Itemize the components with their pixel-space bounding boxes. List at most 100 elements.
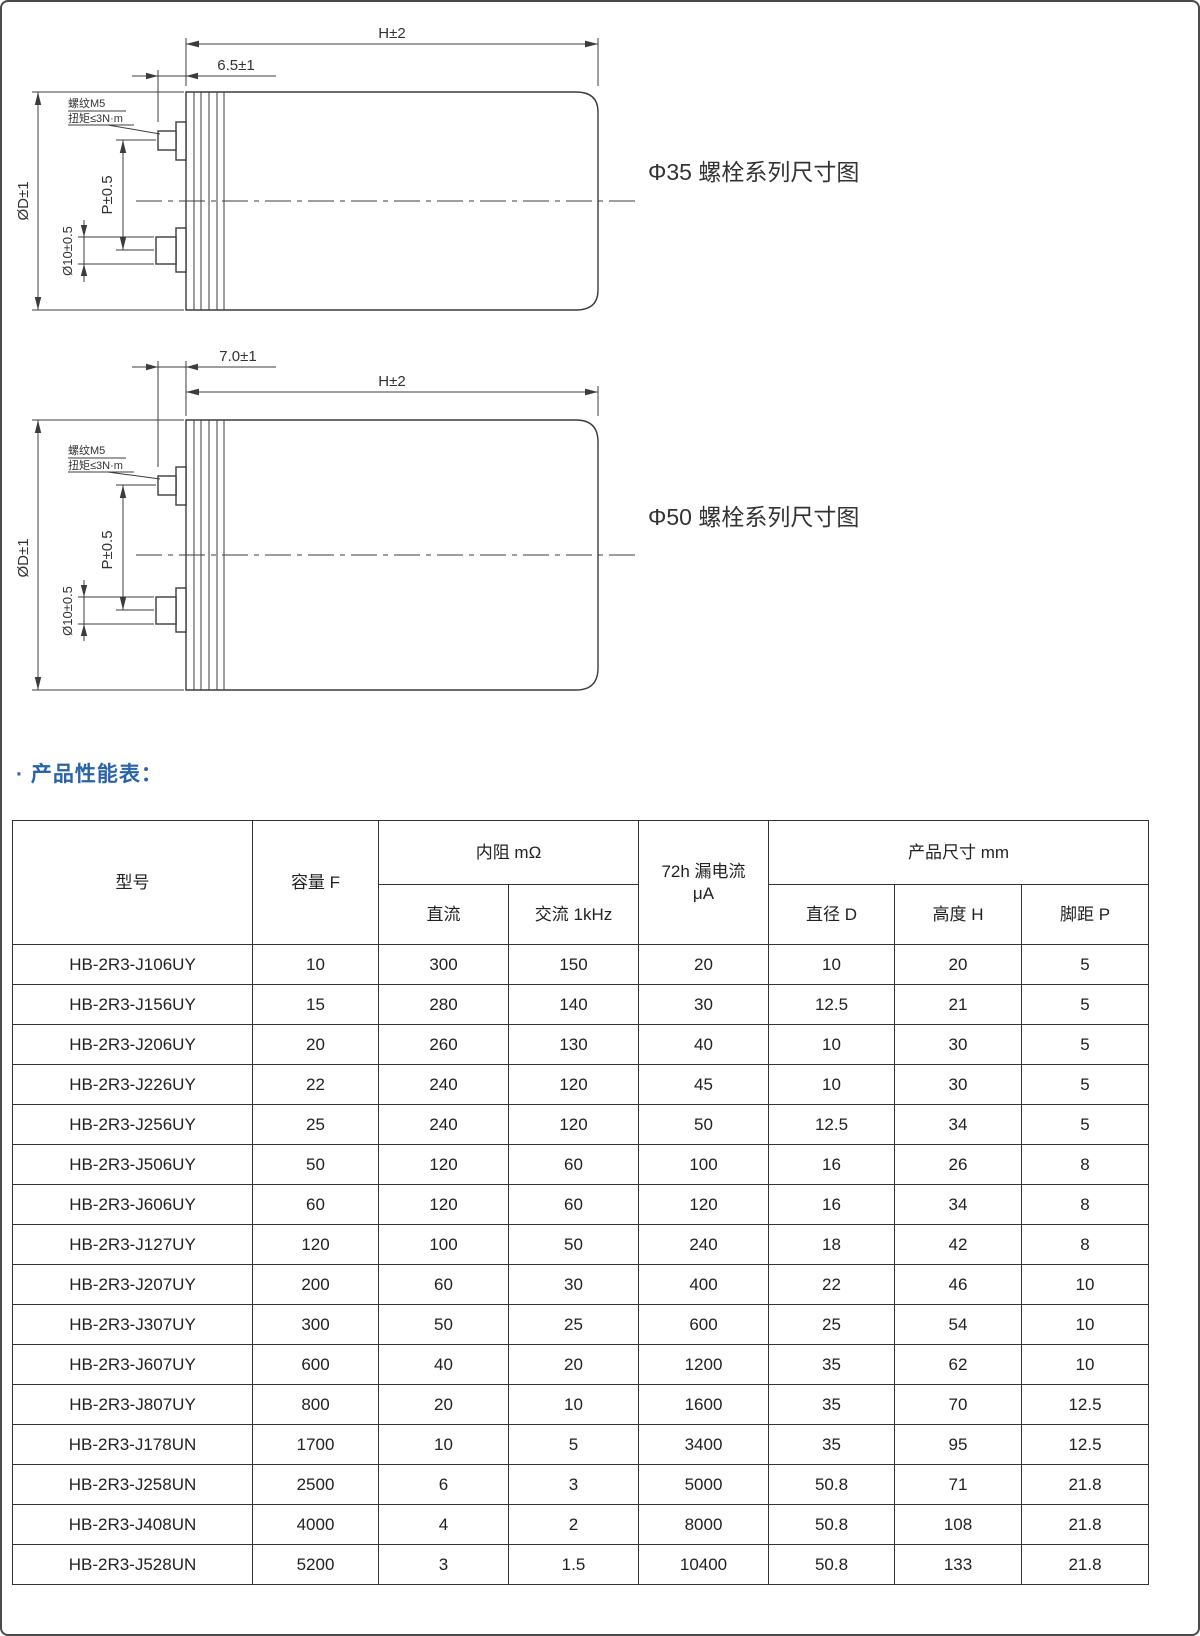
col-header-model: 型号 — [12, 820, 253, 945]
value-cell: 60 — [508, 1184, 639, 1225]
value-cell: 46 — [894, 1264, 1022, 1305]
value-cell: 95 — [894, 1424, 1022, 1465]
value-cell: 20 — [508, 1344, 639, 1385]
value-cell: 1700 — [252, 1424, 379, 1465]
value-cell: 108 — [894, 1504, 1022, 1545]
value-cell: 35 — [768, 1344, 895, 1385]
value-cell: 300 — [378, 944, 509, 985]
dim-label-terminal-diameter: Ø10±0.5 — [60, 226, 75, 276]
value-cell: 30 — [894, 1064, 1022, 1105]
value-cell: 6 — [378, 1464, 509, 1505]
value-cell: 10 — [768, 944, 895, 985]
value-cell: 8000 — [638, 1504, 769, 1545]
value-cell: 10 — [378, 1424, 509, 1465]
model-cell: HB-2R3-J506UY — [12, 1144, 253, 1185]
leakage-line1: 72h 漏电流 — [661, 862, 746, 882]
value-cell: 18 — [768, 1224, 895, 1265]
phi35-dimension-diagram: H±2 6.5±1 ØD±1 P±0.5 Ø10±0.5 螺纹M5 扭矩≤3N·… — [15, 25, 859, 311]
value-cell: 40 — [638, 1024, 769, 1065]
dimension-lines — [32, 38, 599, 311]
value-cell: 150 — [508, 944, 639, 985]
value-cell: 120 — [378, 1144, 509, 1185]
dim-label-flange: 6.5±1 — [217, 57, 254, 74]
col-header-capacity: 容量 F — [252, 820, 379, 945]
value-cell: 16 — [768, 1184, 895, 1225]
dim-label-h: H±2 — [378, 373, 405, 390]
value-cell: 280 — [378, 984, 509, 1025]
value-cell: 50 — [508, 1224, 639, 1265]
torque-note: 扭矩≤3N·m — [68, 111, 123, 125]
phi50-dimension-diagram: 7.0±1 H±2 ØD±1 P±0.5 Ø10±0.5 螺纹M5 扭矩≤3N·… — [15, 348, 859, 691]
value-cell: 120 — [638, 1184, 769, 1225]
model-cell: HB-2R3-J408UN — [12, 1504, 253, 1545]
value-cell: 100 — [378, 1224, 509, 1265]
col-header-leakage: 72h 漏电流 μA — [638, 820, 769, 945]
value-cell: 50 — [638, 1104, 769, 1145]
col-header-esr-group: 内阻 mΩ — [378, 820, 639, 885]
value-cell: 50.8 — [768, 1544, 895, 1585]
value-cell: 71 — [894, 1464, 1022, 1505]
table-header: 型号 容量 F 内阻 mΩ 72h 漏电流 μA 产品尺寸 mm 直流 交流 1… — [12, 820, 1149, 945]
value-cell: 45 — [638, 1064, 769, 1105]
dim-label-diameter: ØD±1 — [15, 538, 32, 577]
value-cell: 50 — [252, 1144, 379, 1185]
value-cell: 1200 — [638, 1344, 769, 1385]
value-cell: 50.8 — [768, 1504, 895, 1545]
value-cell: 26 — [894, 1144, 1022, 1185]
value-cell: 4000 — [252, 1504, 379, 1545]
value-cell: 70 — [894, 1384, 1022, 1425]
value-cell: 60 — [378, 1264, 509, 1305]
dim-label-terminal-diameter: Ø10±0.5 — [60, 586, 75, 636]
value-cell: 10 — [1021, 1344, 1149, 1385]
value-cell: 133 — [894, 1544, 1022, 1585]
value-cell: 120 — [252, 1224, 379, 1265]
value-cell: 3400 — [638, 1424, 769, 1465]
thread-note: 螺纹M5 — [68, 96, 105, 110]
value-cell: 400 — [638, 1264, 769, 1305]
value-cell: 260 — [378, 1024, 509, 1065]
value-cell: 62 — [894, 1344, 1022, 1385]
value-cell: 21.8 — [1021, 1504, 1149, 1545]
value-cell: 2 — [508, 1504, 639, 1545]
model-cell: HB-2R3-J206UY — [12, 1024, 253, 1065]
torque-note: 扭矩≤3N·m — [68, 458, 123, 472]
value-cell: 600 — [638, 1304, 769, 1345]
model-cell: HB-2R3-J207UY — [12, 1264, 253, 1305]
value-cell: 10 — [1021, 1264, 1149, 1305]
col-header-esr-ac: 交流 1kHz — [508, 884, 639, 945]
value-cell: 60 — [508, 1144, 639, 1185]
value-cell: 12.5 — [1021, 1384, 1149, 1425]
value-cell: 50 — [378, 1304, 509, 1345]
value-cell: 15 — [252, 984, 379, 1025]
value-cell: 34 — [894, 1184, 1022, 1225]
model-cell: HB-2R3-J807UY — [12, 1384, 253, 1425]
value-cell: 3 — [508, 1464, 639, 1505]
value-cell: 800 — [252, 1384, 379, 1425]
value-cell: 22 — [252, 1064, 379, 1105]
value-cell: 5000 — [638, 1464, 769, 1505]
value-cell: 5 — [1021, 944, 1149, 985]
value-cell: 21 — [894, 984, 1022, 1025]
diagram-title: Φ35 螺栓系列尺寸图 — [648, 159, 859, 185]
value-cell: 35 — [768, 1384, 895, 1425]
model-cell: HB-2R3-J106UY — [12, 944, 253, 985]
value-cell: 30 — [638, 984, 769, 1025]
value-cell: 4 — [378, 1504, 509, 1545]
value-cell: 2500 — [252, 1464, 379, 1505]
value-cell: 5 — [1021, 1024, 1149, 1065]
model-cell: HB-2R3-J256UY — [12, 1104, 253, 1145]
value-cell: 140 — [508, 984, 639, 1025]
capacitor-body-drawing — [136, 91, 640, 311]
col-header-pitch: 脚距 P — [1021, 884, 1149, 945]
value-cell: 240 — [638, 1224, 769, 1265]
